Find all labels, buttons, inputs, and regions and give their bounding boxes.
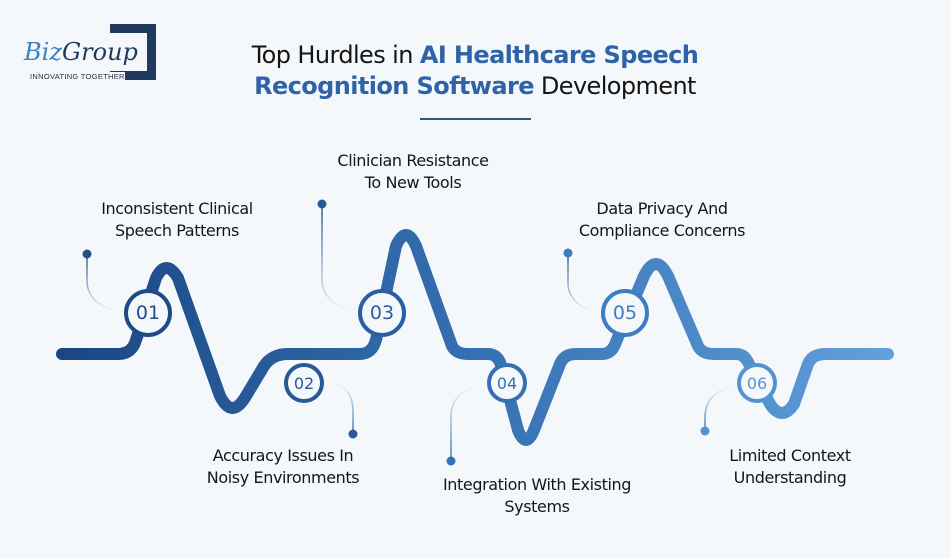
bizgroup-logo: BizGroup INNOVATING TOGETHER xyxy=(20,24,160,86)
step-badge-03: 03 xyxy=(358,289,406,337)
connector-03 xyxy=(317,199,357,313)
connector-01 xyxy=(82,249,119,313)
connector-02 xyxy=(325,382,358,439)
connector-06 xyxy=(700,385,739,436)
page-title: Top Hurdles in AI Healthcare Speech Reco… xyxy=(251,41,699,100)
logo-wordmark: BizGroup xyxy=(24,38,140,66)
step-badge-06: 06 xyxy=(737,363,777,403)
wave-line xyxy=(56,229,894,446)
step-badge-02: 02 xyxy=(284,363,324,403)
step-badge-01: 01 xyxy=(124,289,172,337)
title-underline xyxy=(420,118,531,120)
logo-frame-shape xyxy=(110,24,156,80)
step-badge-05: 05 xyxy=(601,289,649,337)
connector-05 xyxy=(563,248,599,313)
step-badge-04: 04 xyxy=(487,363,527,403)
connector-04 xyxy=(446,385,483,466)
logo-tagline: INNOVATING TOGETHER xyxy=(30,72,125,81)
